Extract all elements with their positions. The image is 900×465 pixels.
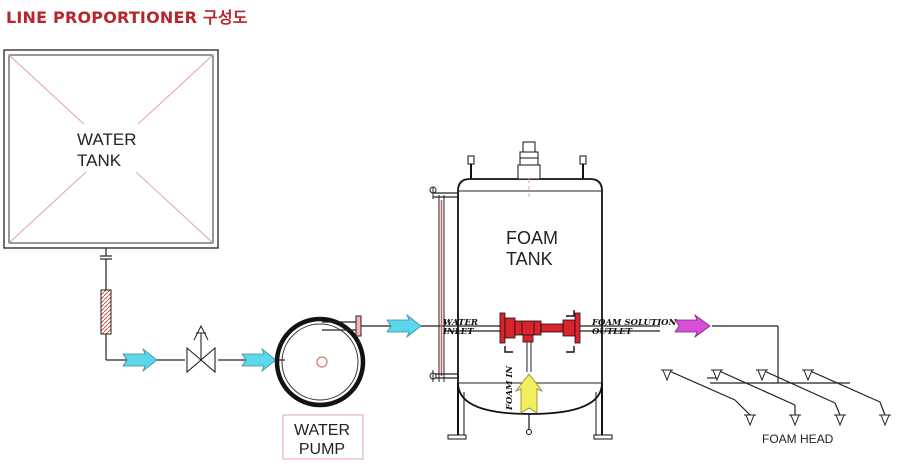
water-flow-arrow-icon — [386, 313, 422, 339]
foam-solution-outlet-label: OUTLET — [592, 327, 633, 337]
foam-tank: FOAM TANK — [447, 141, 613, 440]
water-pump-label-box: WATER PUMP — [282, 414, 364, 460]
foam-head-nozzle-icon — [834, 414, 846, 427]
solution-flow-arrow-icon — [674, 313, 711, 339]
suction-pipe — [100, 248, 285, 361]
water-tank-label: TANK — [77, 151, 122, 170]
foam-head-nozzle-icon — [756, 369, 768, 382]
foam-solution-outlet-label: FOAM SOLUTION — [591, 318, 678, 328]
water-pump-label: PUMP — [299, 441, 345, 458]
water-tank-label: WATER — [77, 130, 137, 149]
foam-tank-label: TANK — [506, 249, 553, 269]
foam-head-nozzle-icon — [744, 414, 756, 427]
water-flow-arrow-icon — [241, 347, 277, 373]
water-inlet-label: INLET — [442, 327, 474, 337]
foam-in-pipe: FOAM IN — [505, 342, 532, 411]
water-inlet-label: WATER — [443, 318, 478, 328]
sight-gauge — [429, 186, 458, 382]
foam-solution-outlet-pipe: FOAM SOLUTION OUTLET — [580, 318, 779, 383]
foam-head-nozzle-icon — [879, 414, 891, 427]
foam-head-label: FOAM HEAD — [762, 432, 834, 446]
gate-valve-icon — [186, 324, 216, 374]
foam-in-label: FOAM IN — [505, 365, 515, 411]
foam-head-piping — [666, 369, 886, 416]
foam-head-nozzle-icon — [802, 369, 814, 382]
strainer — [100, 289, 112, 335]
foam-flow-arrow-icon — [514, 373, 544, 414]
foam-tank-label: FOAM — [506, 228, 558, 248]
foam-head-nozzle-icon — [711, 369, 723, 382]
water-pump-label: WATER — [294, 422, 350, 439]
page-title: LINE PROPORTIONER 구성도 — [6, 8, 248, 27]
water-inlet-pipe: WATER INLET — [442, 318, 500, 337]
water-pump — [274, 315, 445, 408]
foam-head-nozzle-icon — [789, 414, 801, 427]
water-flow-arrow-icon — [122, 347, 158, 373]
line-proportioner — [499, 310, 581, 353]
foam-head-nozzle-icon — [661, 369, 673, 382]
water-tank: WATER TANK — [3, 49, 219, 249]
